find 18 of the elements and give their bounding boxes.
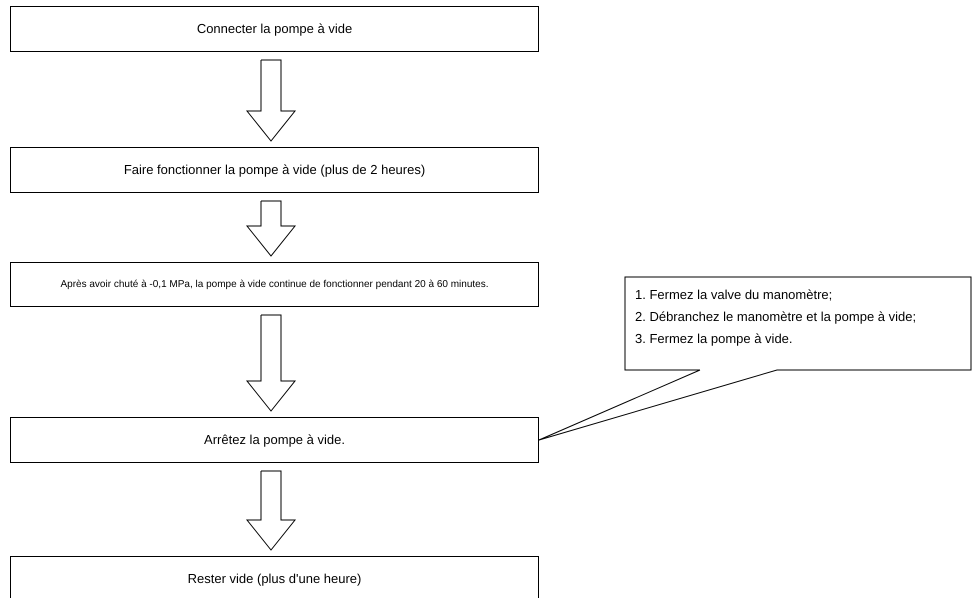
process-box [10, 147, 539, 193]
note-text: 3. Fermez la pompe à vide. [635, 330, 794, 348]
note-text: 1. Fermez la valve du manomètre; [635, 287, 834, 304]
process-box [10, 417, 539, 463]
note-text: 2. Débranchez le manomètre et la pompe à vide; [635, 308, 918, 326]
step-text: Rester vide (plus d'une heure) [188, 570, 362, 588]
block-arrow [246, 200, 296, 257]
step-text: Après avoir chuté à -0,1 MPa, la pompe à vide continue de fonctionner pendant 20 à 60 minutes. [60, 278, 489, 292]
leader-line [538, 370, 700, 440]
block-arrow [246, 60, 296, 142]
step-text: Faire fonctionner la pompe à vide (plus de 2 heures) [124, 161, 426, 179]
process-box [10, 556, 539, 598]
process-box [10, 6, 539, 52]
block-arrow [246, 314, 296, 412]
process-box [10, 262, 539, 307]
step-text: Connecter la pompe à vide [196, 20, 352, 38]
step-text: Arrêtez la pompe à vide. [204, 431, 345, 449]
block-arrow [246, 470, 296, 551]
